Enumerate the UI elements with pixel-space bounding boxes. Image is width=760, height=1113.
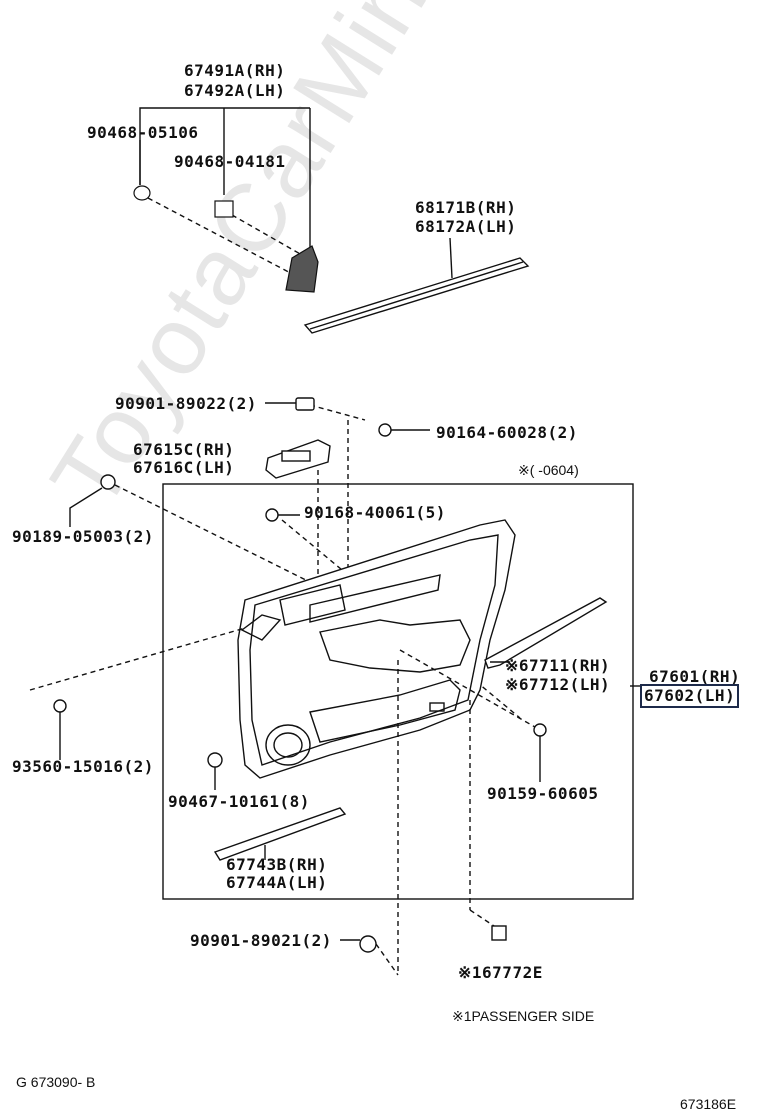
- clip-90901-89021: [359, 935, 377, 953]
- label-90901-89022: 90901-89022(2): [115, 394, 257, 413]
- lower-molding-67743: [213, 807, 347, 861]
- footer-code-left: G 673090- B: [16, 1074, 96, 1090]
- clip-90468-04181: [214, 200, 234, 218]
- screw-93560: [53, 699, 67, 713]
- label-passenger-side-note: ※1PASSENGER SIDE: [452, 1008, 595, 1024]
- label-67711: ※67711(RH): [505, 656, 611, 675]
- clip-90189: [100, 474, 116, 490]
- label-68171b: 68171B(RH): [415, 198, 517, 217]
- label-67744a: 67744A(LH): [226, 873, 328, 892]
- label-note-0604: ※( -0604): [518, 462, 579, 478]
- label-67743b: 67743B(RH): [226, 855, 328, 874]
- clip-90468-05106: [133, 185, 151, 201]
- label-68172a: 68172A(LH): [415, 217, 517, 236]
- label-67601: 67601(RH): [649, 667, 741, 686]
- label-67615c: 67615C(RH): [133, 440, 235, 459]
- clip-90901-89022: [295, 397, 315, 411]
- corner-garnish-67491a: [285, 245, 319, 293]
- leader-67491a: [139, 107, 310, 185]
- label-67491a: 67491A(RH): [184, 61, 286, 80]
- label-67616c: 67616C(LH): [133, 458, 235, 477]
- label-90468-05106: 90468-05106: [87, 123, 199, 142]
- label-90164-60028: 90164-60028(2): [436, 423, 578, 442]
- clip-67772e: [491, 925, 507, 941]
- leader-68171b: [449, 237, 453, 279]
- footer-code-right: 673186E: [680, 1096, 737, 1112]
- label-67772e: ※167772E: [458, 963, 543, 982]
- label-90901-89021: 90901-89021(2): [190, 931, 332, 950]
- label-93560-15016: 93560-15016(2): [12, 757, 154, 776]
- clip-90467: [207, 752, 223, 768]
- label-90189-05003: 90189-05003(2): [12, 527, 154, 546]
- label-90159-60605: 90159-60605: [487, 784, 599, 803]
- label-90468-04181: 90468-04181: [174, 152, 286, 171]
- label-90168-40061: 90168-40061(5): [304, 503, 446, 522]
- belt-molding: [303, 257, 530, 334]
- screw-90168: [265, 508, 279, 522]
- label-67602-highlighted[interactable]: 67602(LH): [640, 684, 740, 708]
- label-67492a: 67492A(LH): [184, 81, 286, 100]
- ornament-67711: [484, 597, 608, 669]
- label-67712: ※67712(LH): [505, 675, 611, 694]
- label-90467-10161: 90467-10161(8): [168, 792, 310, 811]
- screw-90164: [378, 423, 392, 437]
- screw-90159: [533, 723, 547, 737]
- door-trim-board: [237, 519, 516, 779]
